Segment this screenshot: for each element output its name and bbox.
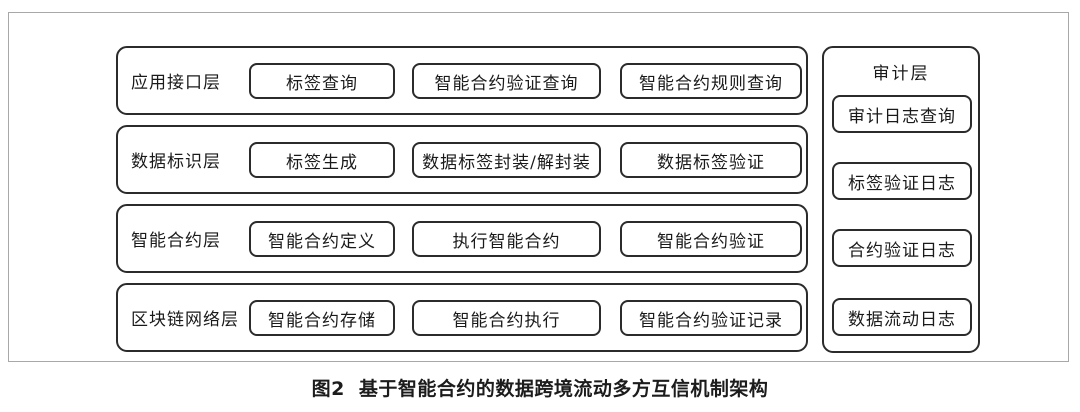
layer-label: 区块链网络层 — [131, 310, 239, 330]
layer-application-interface: 应用接口层 标签查询 智能合约验证查询 智能合约规则查询 — [116, 46, 808, 115]
figure-number: 图2 — [311, 378, 345, 400]
layer-smart-contract: 智能合约层 智能合约定义 执行智能合约 智能合约验证 — [116, 204, 808, 273]
module-box: 智能合约存储 — [249, 300, 395, 336]
audit-log-box: 合约验证日志 — [832, 229, 972, 267]
module-box: 智能合约执行 — [412, 300, 601, 336]
module-box: 智能合约验证记录 — [620, 300, 802, 336]
audit-log-box: 审计日志查询 — [832, 95, 972, 133]
layer-blockchain-network: 区块链网络层 智能合约存储 智能合约执行 智能合约验证记录 — [116, 283, 808, 352]
layer-data-identification: 数据标识层 标签生成 数据标签封装/解封装 数据标签验证 — [116, 125, 808, 194]
module-box: 执行智能合约 — [412, 221, 601, 257]
audit-layer: 审计层 审计日志查询 标签验证日志 合约验证日志 数据流动日志 — [822, 46, 980, 353]
audit-log-box: 数据流动日志 — [832, 298, 972, 336]
audit-layer-title: 审计层 — [872, 64, 930, 84]
layer-label: 数据标识层 — [131, 152, 221, 172]
architecture-frame: 应用接口层 标签查询 智能合约验证查询 智能合约规则查询 数据标识层 标签生成 … — [8, 12, 1069, 362]
layer-label: 智能合约层 — [131, 231, 221, 251]
figure-caption: 图2 基于智能合约的数据跨境流动多方互信机制架构 — [0, 374, 1080, 401]
figure-title: 基于智能合约的数据跨境流动多方互信机制架构 — [358, 378, 769, 400]
audit-log-box: 标签验证日志 — [832, 162, 972, 200]
module-box: 数据标签验证 — [620, 142, 802, 178]
module-box: 智能合约规则查询 — [620, 63, 802, 99]
module-box: 标签查询 — [249, 63, 395, 99]
module-box: 智能合约定义 — [249, 221, 395, 257]
module-box: 智能合约验证 — [620, 221, 802, 257]
module-box: 数据标签封装/解封装 — [412, 142, 601, 178]
module-box: 标签生成 — [249, 142, 395, 178]
layer-label: 应用接口层 — [131, 73, 221, 93]
module-box: 智能合约验证查询 — [412, 63, 601, 99]
